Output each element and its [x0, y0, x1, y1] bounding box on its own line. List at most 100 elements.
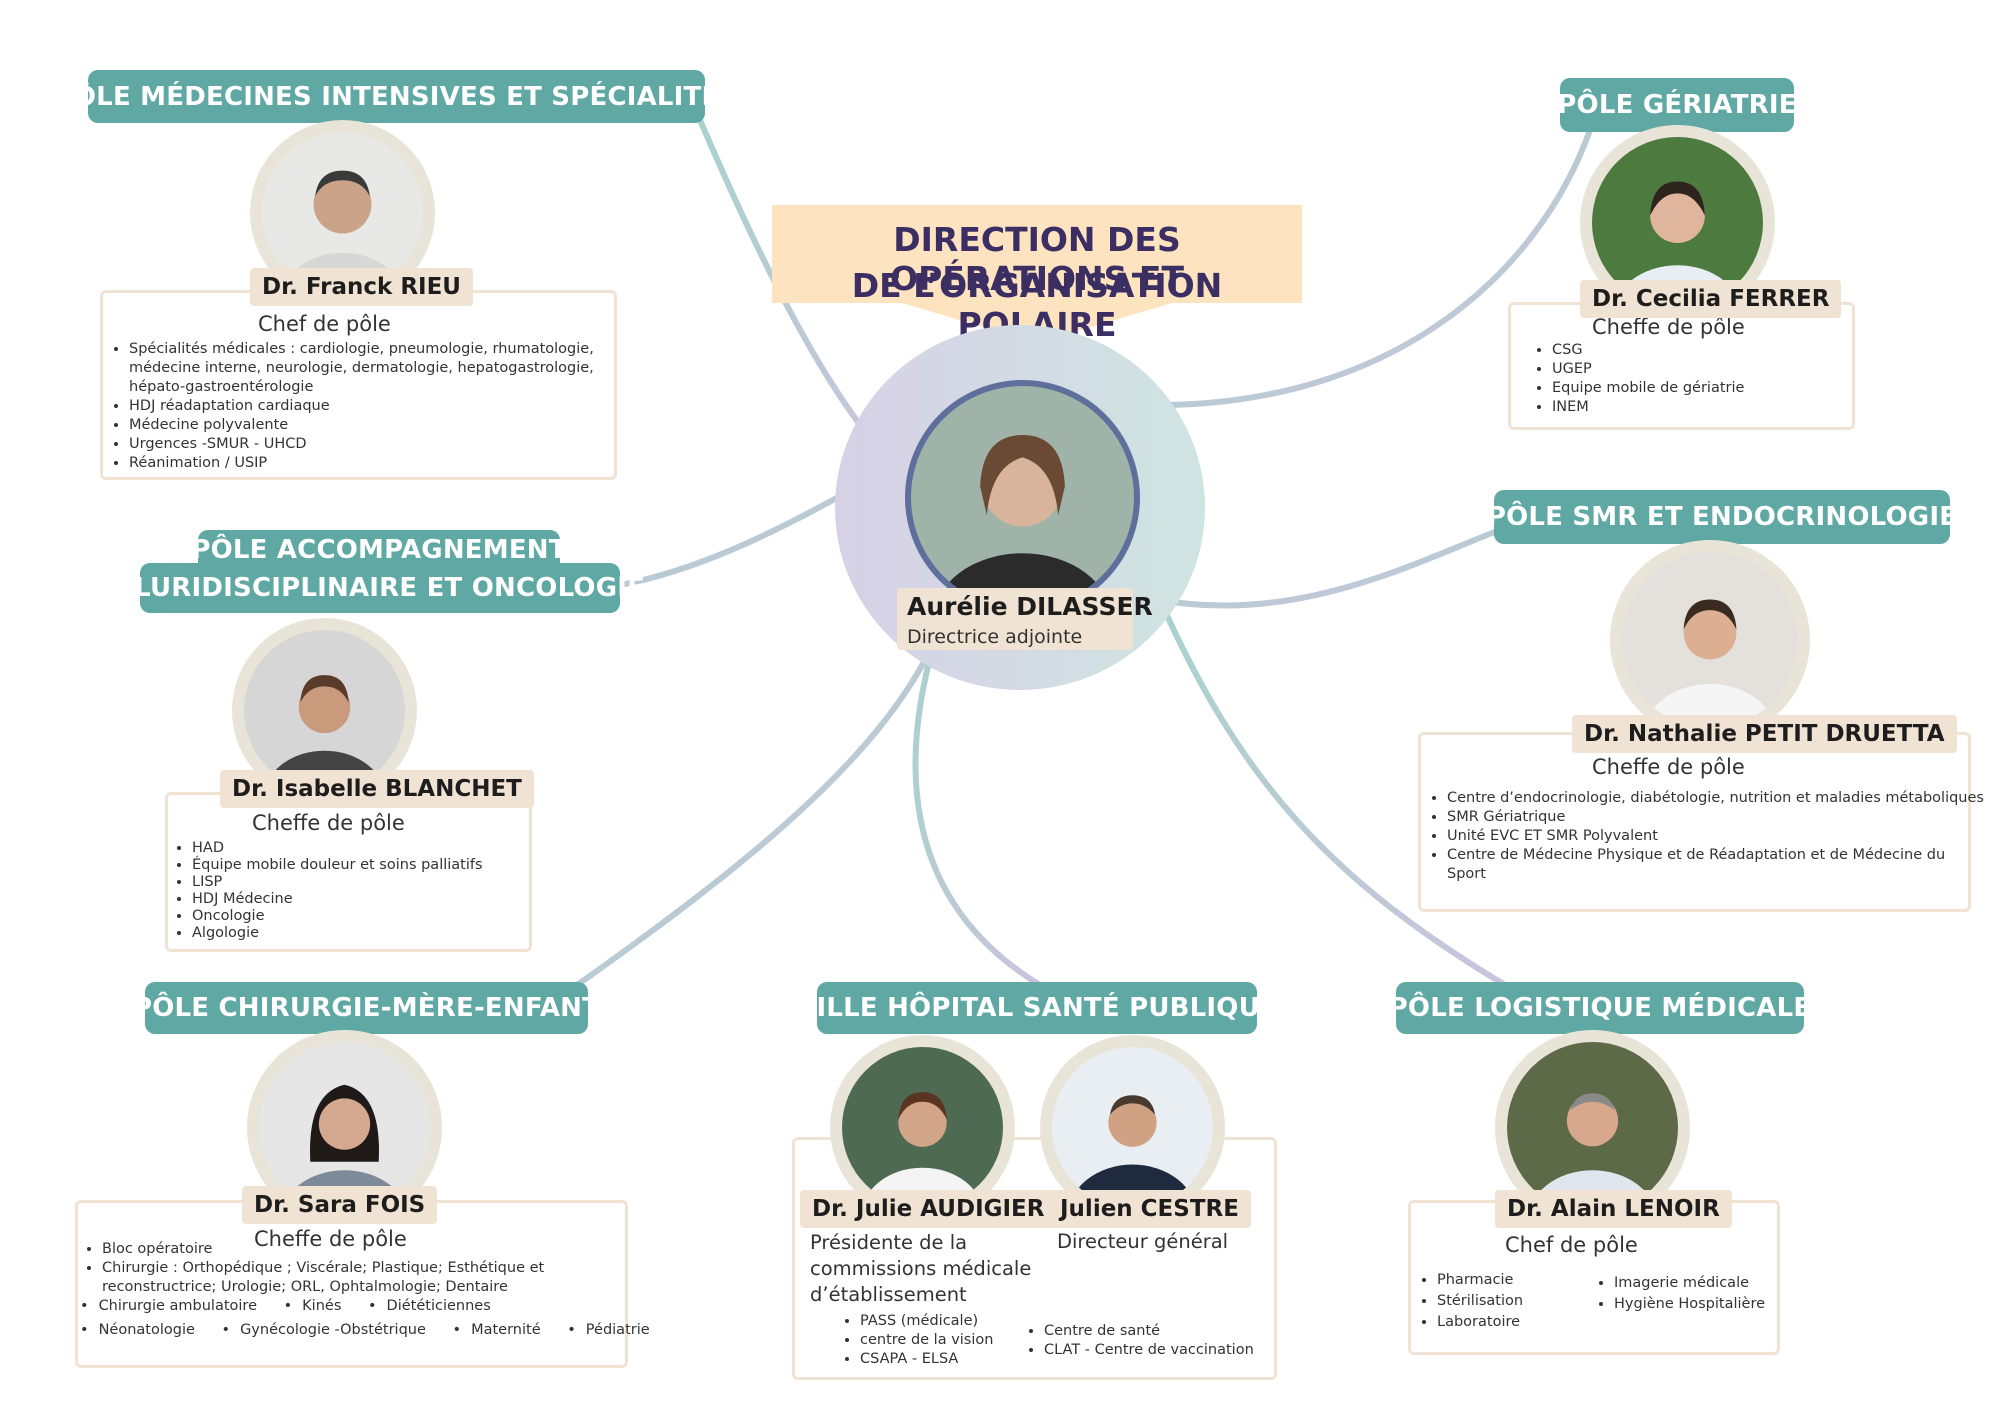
pole-chirurgie-list: Bloc opératoire Chirurgie : Orthopédique… — [80, 1240, 572, 1297]
pole-accompagnement-list: HAD Équipe mobile douleur et soins palli… — [170, 840, 542, 942]
name-julie-audigier: Dr. Julie AUDIGIER — [800, 1190, 1057, 1228]
pole-accompagnement-title-line1: PÔLE ACCOMPAGNEMENT — [191, 535, 567, 565]
avatar-portrait — [1622, 552, 1798, 728]
photo-julie-audigier — [830, 1035, 1015, 1220]
name-nathalie-petit-druetta: Dr. Nathalie PETIT DRUETTA — [1572, 715, 1957, 753]
link-chirurgie — [567, 637, 938, 993]
link-medecines — [697, 117, 883, 453]
list-item: Maternité — [453, 1322, 541, 1338]
role-nathalie-petit-druetta: Cheffe de pôle — [1592, 755, 1745, 779]
photo-nathalie-petit-druetta — [1610, 540, 1810, 740]
link-smr — [1157, 527, 1503, 609]
list-item: Hygiène Hospitalière — [1614, 1294, 1794, 1315]
avatar-portrait — [1052, 1047, 1213, 1208]
pole-logistique-title: PÔLE LOGISTIQUE MÉDICALE — [1389, 982, 1811, 1034]
pole-medecines-list: Spécialités médicales : cardiologie, pne… — [107, 340, 629, 473]
role-franck-rieu: Chef de pôle — [258, 312, 391, 336]
center-role: Directrice adjointe — [907, 626, 1083, 648]
list-item: Chirurgie ambulatoire — [80, 1298, 257, 1314]
pole-ville-title: VILLE HÔPITAL SANTÉ PUBLIQUE — [796, 982, 1278, 1034]
role-julie-audigier: Présidente de la commissions médicale d’… — [810, 1231, 1032, 1306]
pole-accompagnement-title-bottom: PLURIDISCIPLINAIRE ET ONCOLOGIE — [115, 563, 645, 613]
link-logistique — [1157, 597, 1508, 988]
list-item: Chirurgie : Orthopédique ; Viscérale; Pl… — [102, 1259, 572, 1297]
photo-cecilia-ferrer — [1580, 125, 1775, 320]
list-item: Réanimation / USIP — [129, 454, 629, 473]
list-item: Equipe mobile de gériatrie — [1552, 379, 1852, 398]
list-item: PASS (médicale) — [860, 1312, 1060, 1331]
name-isabelle-blanchet: Dr. Isabelle BLANCHET — [220, 770, 534, 808]
list-item: centre de la vision — [860, 1331, 1060, 1350]
name-julien-cestre: Julien CESTRE — [1048, 1190, 1251, 1228]
name-franck-rieu: Dr. Franck RIEU — [250, 268, 473, 306]
list-item: Centre de Médecine Physique et de Réadap… — [1447, 846, 1987, 884]
main-title-line2: DE L’ORGANISATION POLAIRE — [851, 266, 1223, 344]
avatar-portrait — [1507, 1042, 1678, 1213]
list-item: INEM — [1552, 398, 1852, 417]
center-name: Aurélie DILASSER — [907, 592, 1153, 621]
center-name-plate — [897, 588, 1133, 650]
list-item: Urgences -SMUR - UHCD — [129, 435, 629, 454]
list-item: LISP — [192, 874, 542, 891]
avatar-portrait — [244, 630, 405, 791]
list-item: UGEP — [1552, 360, 1852, 379]
list-item: Laboratoire — [1437, 1312, 1607, 1333]
pole-chirurgie-title: PÔLE CHIRURGIE-MÈRE-ENFANT — [133, 982, 600, 1034]
link-ville — [912, 637, 1043, 988]
role-alain-lenoir: Chef de pôle — [1505, 1233, 1638, 1257]
pole-accompagnement-box — [165, 792, 532, 952]
title-banner — [772, 205, 1302, 343]
list-item: Unité EVC ET SMR Polyvalent — [1447, 827, 1987, 846]
pole-smr-title: PÔLE SMR ET ENDOCRINOLOGIE — [1487, 490, 1957, 544]
list-item: CLAT - Centre de vaccination — [1044, 1341, 1284, 1360]
list-item: HDJ réadaptation cardiaque — [129, 397, 629, 416]
role-sara-fois: Cheffe de pôle — [254, 1227, 407, 1251]
pole-chirurgie-box — [75, 1200, 628, 1368]
list-item: Centre de santé — [1044, 1322, 1284, 1341]
photo-julien-cestre — [1040, 1035, 1225, 1220]
list-item: Centre d’endocrinologie, diabétologie, n… — [1447, 789, 1987, 808]
name-cecilia-ferrer: Dr. Cecilia FERRER — [1580, 280, 1842, 318]
name-sara-fois: Dr. Sara FOIS — [242, 1186, 438, 1224]
pole-chirurgie-inline-2: Néonatologie Gynécologie -Obstétrique Ma… — [80, 1322, 672, 1338]
list-item: Néonatologie — [80, 1322, 195, 1338]
list-item: Spécialités médicales : cardiologie, pne… — [129, 340, 629, 397]
list-item: Pédiatrie — [567, 1322, 649, 1338]
avatar-portrait — [1592, 137, 1763, 308]
list-item: Médecine polyvalente — [129, 416, 629, 435]
role-isabelle-blanchet: Cheffe de pôle — [252, 811, 405, 835]
pole-ville-list-2: Centre de santé CLAT - Centre de vaccina… — [1022, 1322, 1284, 1360]
name-alain-lenoir: Dr. Alain LENOIR — [1495, 1190, 1732, 1228]
center-photo — [905, 380, 1140, 615]
list-item: Kinés — [284, 1298, 342, 1314]
pole-ville-list-1: PASS (médicale) centre de la vision CSAP… — [838, 1312, 1060, 1369]
list-item: SMR Gériatrique — [1447, 808, 1987, 827]
pole-medecines-title: PÔLE MÉDECINES INTENSIVES ET SPÉCIALITÉS — [55, 70, 738, 123]
role-cecilia-ferrer: Cheffe de pôle — [1592, 315, 1745, 339]
pole-logistique-list-left: Pharmacie Stérilisation Laboratoire — [1415, 1270, 1607, 1333]
avatar-portrait — [842, 1047, 1003, 1208]
list-item: HAD — [192, 840, 542, 857]
list-item: Gynécologie -Obstétrique — [222, 1322, 426, 1338]
list-item: Bloc opératoire — [102, 1240, 572, 1259]
role-julien-cestre: Directeur général — [1057, 1230, 1229, 1253]
main-title-line1: DIRECTION DES OPÉRATIONS ET — [890, 220, 1184, 298]
avatar-portrait — [911, 386, 1134, 609]
list-item: Pharmacie — [1437, 1270, 1607, 1291]
link-geriatrie — [1167, 127, 1593, 408]
list-item: HDJ Médecine — [192, 891, 542, 908]
list-item: CSAPA - ELSA — [860, 1350, 1060, 1369]
list-item: Diététiciennes — [368, 1298, 491, 1314]
avatar-portrait — [262, 132, 423, 293]
pole-medecines-box — [100, 290, 617, 480]
pole-chirurgie-inline-1: Chirurgie ambulatoire Kinés Diététicienn… — [80, 1298, 513, 1314]
pole-smr-list: Centre d’endocrinologie, diabétologie, n… — [1425, 789, 1987, 884]
list-item: Oncologie — [192, 908, 542, 925]
list-item: Stérilisation — [1437, 1291, 1607, 1312]
link-accompagnement — [617, 482, 863, 588]
list-item: CSG — [1552, 341, 1852, 360]
pole-geriatrie-title: PÔLE GÉRIATRIE — [1557, 78, 1797, 132]
pole-geriatrie-box — [1508, 302, 1855, 430]
pole-accompagnement-title-line2: PLURIDISCIPLINAIRE ET ONCOLOGIE — [114, 573, 646, 603]
